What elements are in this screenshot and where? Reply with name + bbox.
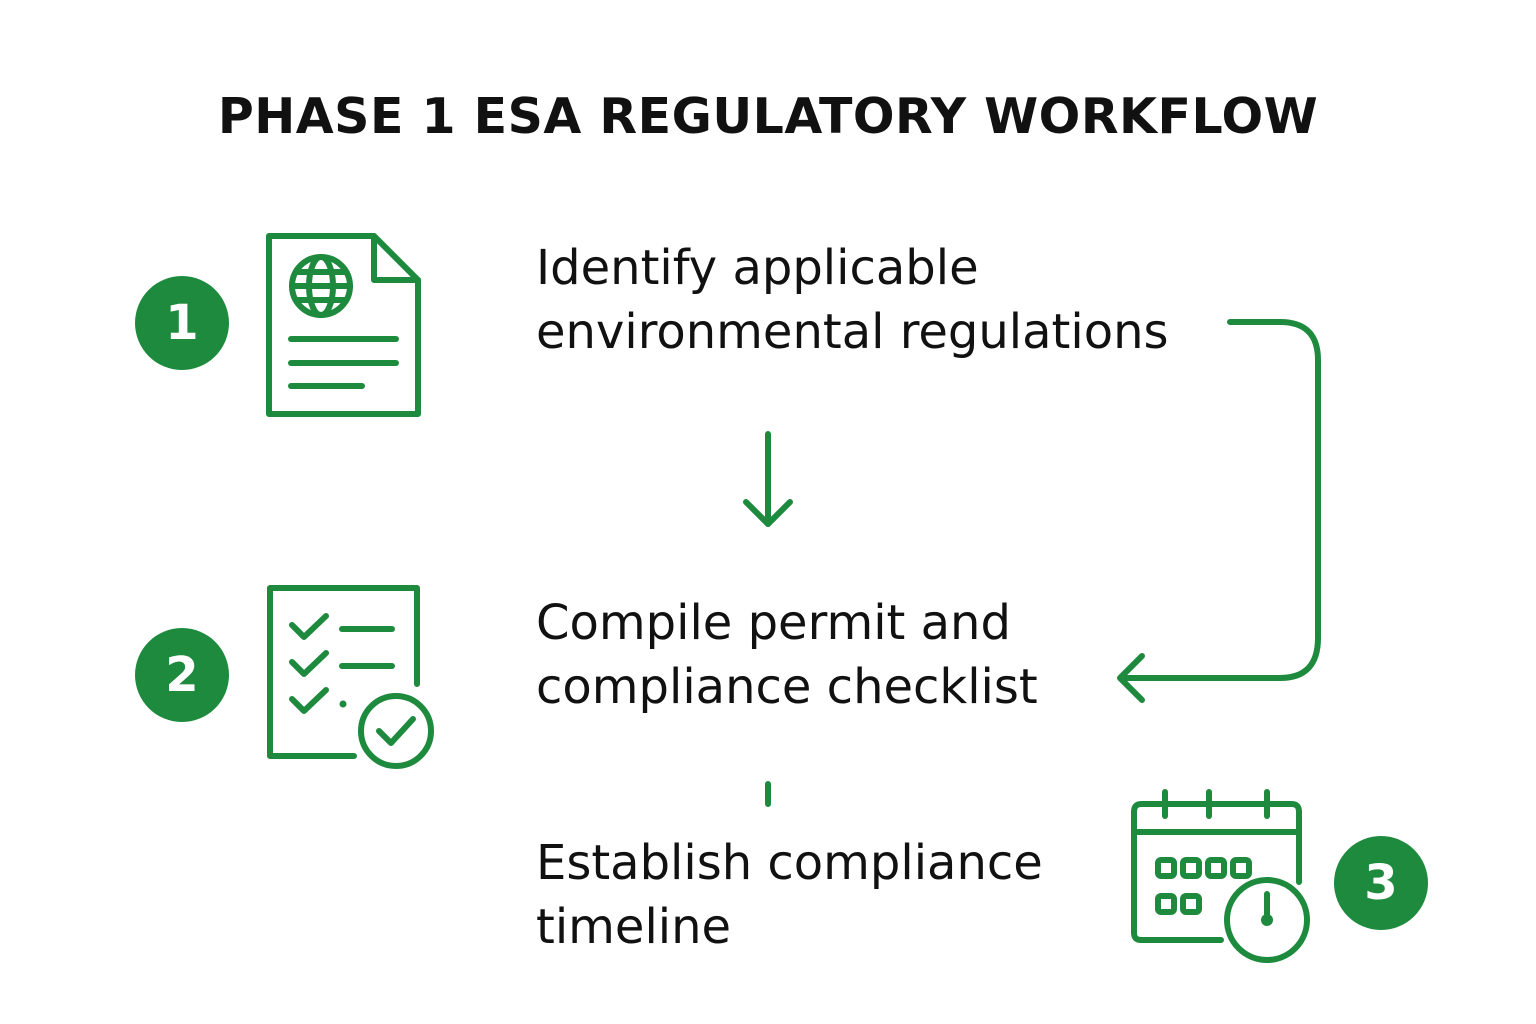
step-2-line-2: compliance checklist [536,659,1038,715]
step-1-text: Identify applicable environmental regula… [536,236,1169,364]
connector-tick [765,781,771,807]
step-2-line-1: Compile permit and [536,595,1011,651]
loop-arrow-connector [1117,319,1321,703]
step-2-badge: 2 [135,628,229,722]
diagram-title: PHASE 1 ESA REGULATORY WORKFLOW [217,88,1319,145]
down-arrow-icon [743,431,793,527]
step-3-badge: 3 [1334,836,1428,930]
step-2-text: Compile permit and compliance checklist [536,591,1038,719]
step-1-line-2: environmental regulations [536,304,1169,360]
step-3-text: Establish compliance timeline [536,831,1043,959]
document-globe-icon [266,233,421,417]
step-3-line-1: Establish compliance [536,835,1043,891]
calendar-clock-icon [1131,789,1310,963]
step-3-line-2: timeline [536,899,732,955]
step-1-line-1: Identify applicable [536,240,979,296]
checklist-check-icon [267,585,434,769]
step-1-badge: 1 [135,276,229,370]
